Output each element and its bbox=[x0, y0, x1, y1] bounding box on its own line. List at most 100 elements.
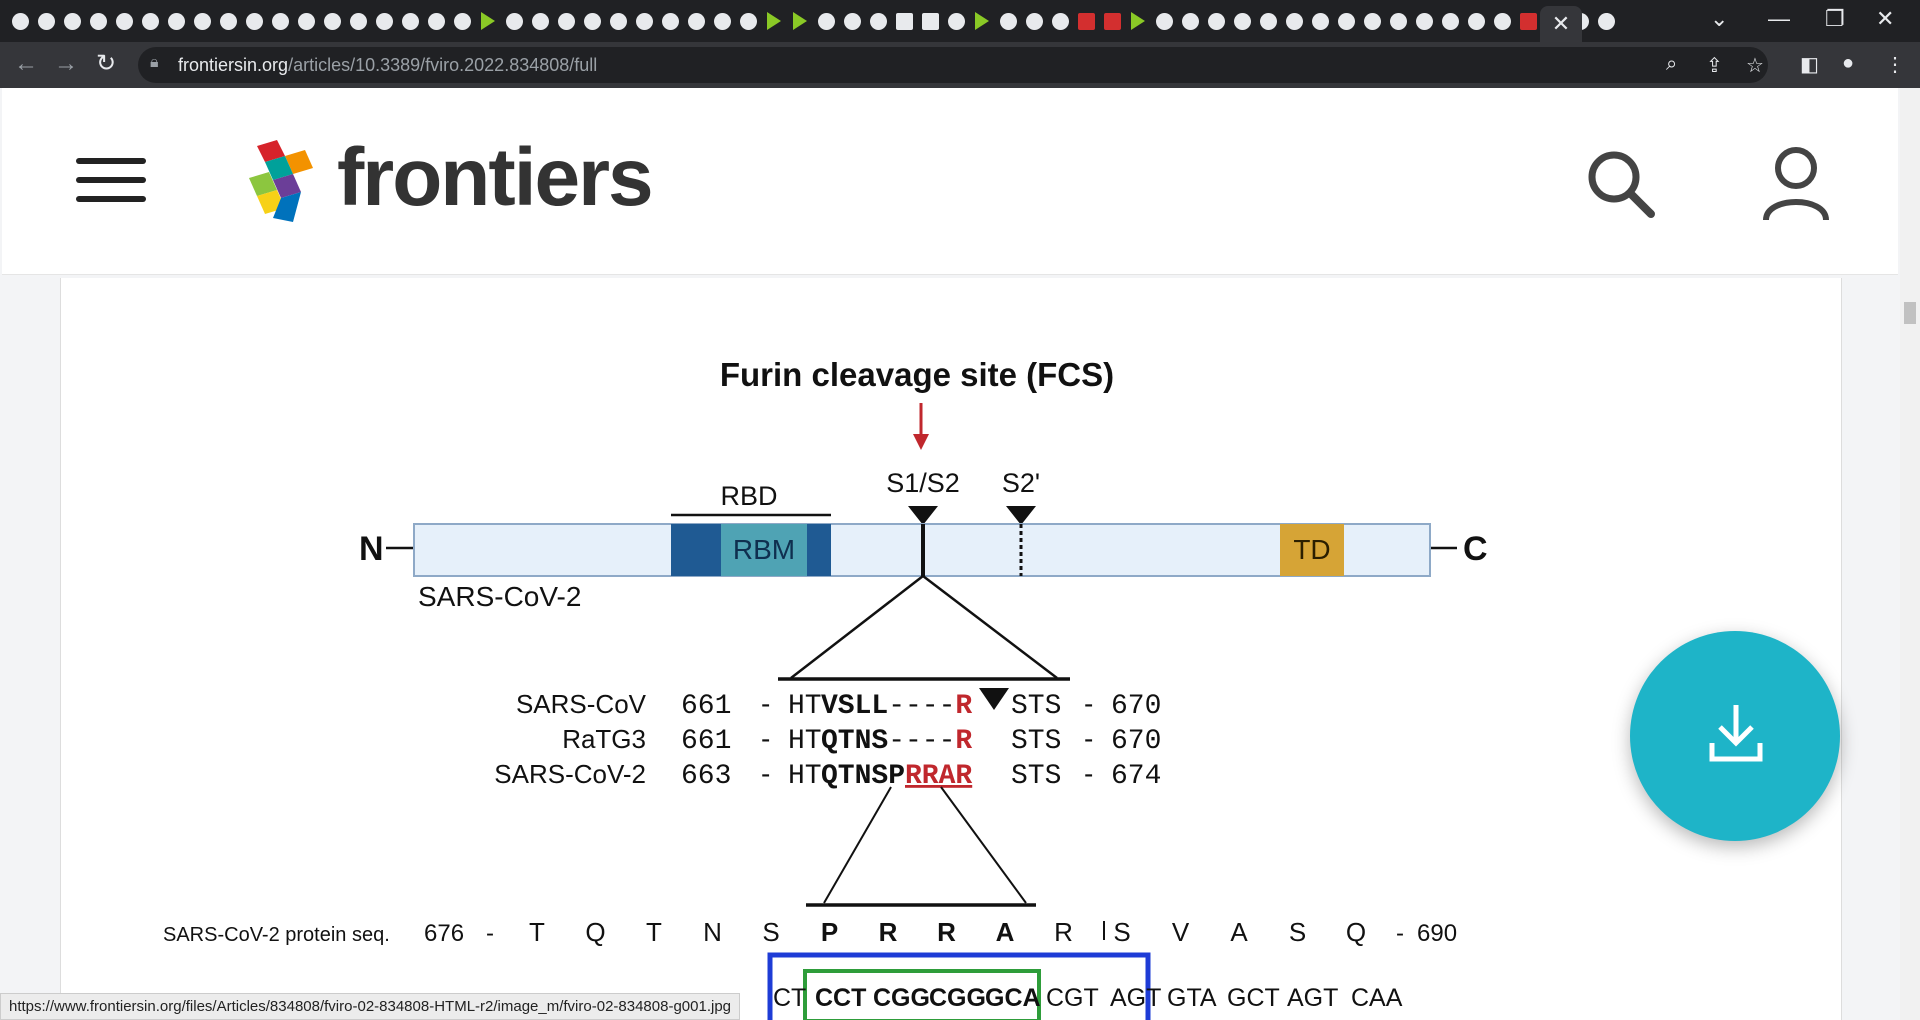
tab-favicon-icon[interactable] bbox=[892, 9, 916, 33]
tab-favicon-icon[interactable] bbox=[1386, 9, 1410, 33]
download-button[interactable] bbox=[1630, 631, 1840, 841]
tab-favicon-icon[interactable] bbox=[320, 9, 344, 33]
tab-favicon-icon[interactable] bbox=[1516, 9, 1540, 33]
tab-favicon-icon[interactable] bbox=[1334, 9, 1358, 33]
tab-favicon-icon[interactable] bbox=[918, 9, 942, 33]
tab-favicon-icon[interactable] bbox=[138, 9, 162, 33]
tab-favicon-icon[interactable] bbox=[1048, 9, 1072, 33]
tab-favicon-icon[interactable] bbox=[398, 9, 422, 33]
tab-favicon-icon[interactable] bbox=[1282, 9, 1306, 33]
protein-residue: A bbox=[996, 917, 1015, 947]
minimize-button[interactable]: — bbox=[1768, 6, 1790, 31]
scrollbar-thumb[interactable] bbox=[1904, 302, 1916, 324]
tab-favicon-icon[interactable] bbox=[1594, 9, 1618, 33]
tab-favicon-icon[interactable] bbox=[580, 9, 604, 33]
tab-favicon-icon[interactable] bbox=[1464, 9, 1488, 33]
tab-favicon-icon[interactable] bbox=[1256, 9, 1280, 33]
tab-favicon-icon[interactable] bbox=[86, 9, 110, 33]
tab-favicon-icon[interactable] bbox=[216, 9, 240, 33]
tab-favicon-icon[interactable] bbox=[190, 9, 214, 33]
page-scrollbar[interactable] bbox=[1900, 88, 1920, 1020]
tab-favicon-icon[interactable] bbox=[1438, 9, 1462, 33]
tab-favicon-icon[interactable] bbox=[476, 9, 500, 33]
svg-text:-: - bbox=[1396, 920, 1404, 947]
user-account-icon[interactable] bbox=[1762, 146, 1830, 222]
tab-favicon-icon[interactable] bbox=[502, 9, 526, 33]
profile-icon[interactable]: ● bbox=[1842, 52, 1855, 74]
tab-favicon-icon[interactable] bbox=[710, 9, 734, 33]
tab-favicon-icon[interactable] bbox=[944, 9, 968, 33]
tab-favicon-icon[interactable] bbox=[112, 9, 136, 33]
s2prime-marker-icon bbox=[1006, 506, 1036, 525]
tab-search-chevron-icon[interactable]: ⌄ bbox=[1710, 6, 1729, 31]
tab-favicon-icon[interactable] bbox=[996, 9, 1020, 33]
bookmark-star-icon[interactable]: ☆ bbox=[1746, 55, 1764, 77]
tab-favicon-icon[interactable] bbox=[34, 9, 58, 33]
menu-kebab-icon[interactable]: ⋮ bbox=[1885, 54, 1905, 76]
alignment-gap: ---- bbox=[888, 726, 955, 757]
alignment-seq-core: VSLL bbox=[821, 691, 888, 722]
back-button[interactable]: ← bbox=[14, 50, 38, 77]
close-window-button[interactable]: ✕ bbox=[1876, 6, 1895, 31]
tab-favicon-icon[interactable] bbox=[164, 9, 188, 33]
tab-favicon-icon[interactable] bbox=[294, 9, 318, 33]
tab-favicon-icon[interactable] bbox=[1126, 9, 1150, 33]
tab-favicon-icon[interactable] bbox=[658, 9, 682, 33]
share-icon[interactable]: ⇪ bbox=[1706, 55, 1723, 77]
protein-residue: T bbox=[646, 917, 662, 947]
tab-favicon-icon[interactable] bbox=[346, 9, 370, 33]
tab-favicon-icon[interactable] bbox=[450, 9, 474, 33]
tab-favicon-icon[interactable] bbox=[528, 9, 552, 33]
alignment-seq-prefix: HT bbox=[788, 726, 822, 757]
alignment-dash: - bbox=[761, 758, 770, 789]
tab-favicon-icon[interactable] bbox=[1412, 9, 1436, 33]
tab-favicon-icon[interactable] bbox=[736, 9, 760, 33]
address-bar[interactable]: 🔒︎ frontiersin.org/articles/10.3389/fvir… bbox=[138, 47, 1768, 83]
alignment-end-position: 670 bbox=[1111, 691, 1161, 722]
forward-button[interactable]: → bbox=[54, 50, 78, 77]
tab-favicon-icon[interactable] bbox=[632, 9, 656, 33]
tab-favicon-icon[interactable] bbox=[424, 9, 448, 33]
tab-favicon-icon[interactable] bbox=[814, 9, 838, 33]
tab-favicon-icon[interactable] bbox=[1178, 9, 1202, 33]
n-terminus-label: N bbox=[359, 530, 384, 568]
svg-text:-: - bbox=[486, 920, 494, 947]
rbm-domain bbox=[721, 524, 807, 576]
hamburger-menu-icon[interactable] bbox=[76, 158, 146, 215]
url-text[interactable]: frontiersin.org/articles/10.3389/fviro.2… bbox=[178, 55, 598, 75]
alignment-end-position: 670 bbox=[1111, 726, 1161, 757]
new-tab-button[interactable]: + bbox=[1598, 4, 1616, 37]
tab-favicon-icon[interactable] bbox=[372, 9, 396, 33]
side-panel-icon[interactable]: ◧ bbox=[1800, 54, 1819, 76]
frontiers-logo-icon[interactable] bbox=[247, 138, 322, 228]
tab-favicon-icon[interactable] bbox=[970, 9, 994, 33]
tab-favicon-icon[interactable] bbox=[788, 9, 812, 33]
tab-favicon-icon[interactable] bbox=[866, 9, 890, 33]
tab-favicon-icon[interactable] bbox=[1360, 9, 1384, 33]
frontiers-wordmark[interactable]: frontiers bbox=[337, 132, 654, 223]
tab-favicon-icon[interactable] bbox=[1230, 9, 1254, 33]
active-tab-close-button[interactable]: ✕ bbox=[1540, 6, 1582, 42]
tab-favicon-icon[interactable] bbox=[1152, 9, 1176, 33]
tab-favicon-icon[interactable] bbox=[242, 9, 266, 33]
tab-favicon-icon[interactable] bbox=[1308, 9, 1332, 33]
tab-favicon-icon[interactable] bbox=[1074, 9, 1098, 33]
tab-favicon-icon[interactable] bbox=[60, 9, 84, 33]
tab-favicon-icon[interactable] bbox=[1022, 9, 1046, 33]
restore-button[interactable]: ❐ bbox=[1825, 6, 1845, 31]
search-icon[interactable] bbox=[1587, 150, 1655, 218]
tab-favicon-icon[interactable] bbox=[268, 9, 292, 33]
tab-favicon-icon[interactable] bbox=[840, 9, 864, 33]
tab-favicon-icon[interactable] bbox=[606, 9, 630, 33]
tab-favicon-icon[interactable] bbox=[684, 9, 708, 33]
tab-favicon-icon[interactable] bbox=[554, 9, 578, 33]
tab-favicon-icon[interactable] bbox=[8, 9, 32, 33]
tab-favicon-icon[interactable] bbox=[1204, 9, 1228, 33]
zoom-icon[interactable]: ⌕ bbox=[1666, 53, 1678, 75]
tab-favicon-icon[interactable] bbox=[1490, 9, 1514, 33]
pinned-tabs bbox=[8, 9, 1618, 33]
tab-favicon-icon[interactable] bbox=[1100, 9, 1124, 33]
figure-panel[interactable]: Furin cleavage site (FCS) RBD S1/S2 S2' … bbox=[60, 278, 1842, 1020]
reload-button[interactable]: ↻ bbox=[96, 50, 117, 77]
tab-favicon-icon[interactable] bbox=[762, 9, 786, 33]
